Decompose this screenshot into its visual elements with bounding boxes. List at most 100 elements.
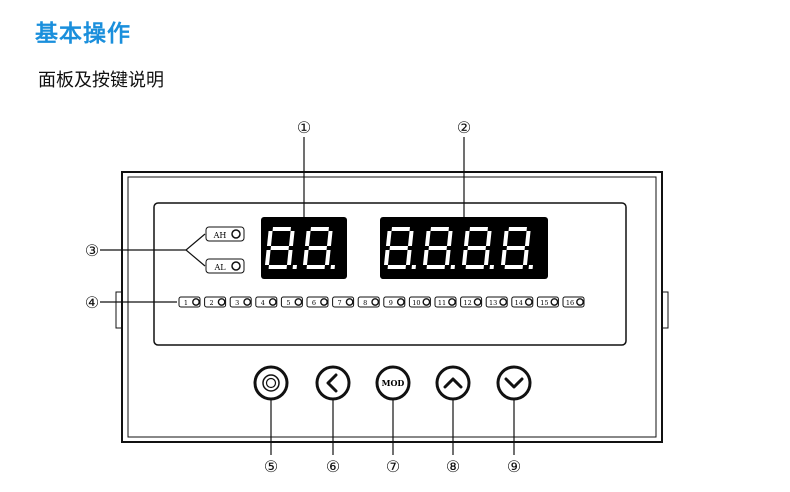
small-display-digit (264, 227, 297, 269)
alarm-low-led (231, 261, 241, 271)
shift-left-button[interactable] (315, 365, 351, 401)
channel-indicator: 16 (562, 296, 585, 308)
large-display-digit (383, 227, 416, 269)
left-mount-clip (115, 291, 123, 329)
large-display-segment (522, 250, 529, 265)
channel-led (576, 298, 584, 306)
large-display-segment (385, 231, 392, 246)
channel-indicator: 6 (306, 296, 329, 308)
alarm-high-indicator: AH (205, 226, 245, 242)
channel-indicator: 3 (229, 296, 252, 308)
callout-9: ⑨ (507, 457, 521, 476)
panel-inner-frame (127, 176, 657, 438)
large-display-decimal-point (528, 265, 533, 269)
channel-led (320, 298, 328, 306)
channel-label: 9 (389, 299, 393, 307)
channel-indicator: 10 (408, 296, 431, 308)
channel-label: 5 (286, 299, 290, 307)
large-display-segment (426, 265, 445, 269)
channel-label: 11 (438, 299, 446, 307)
large-display-segment (444, 250, 451, 265)
large-display-segment (387, 265, 406, 269)
alarm-high-label: AH (213, 231, 227, 240)
circle-icon (262, 374, 280, 392)
small-display-digits (264, 227, 335, 269)
callout-4: ④ (85, 293, 99, 312)
small-display-segment (310, 227, 329, 231)
chevron-left-icon (326, 373, 338, 393)
channel-led (499, 298, 508, 306)
channel-led (345, 298, 354, 306)
mode-button[interactable]: MOD (375, 365, 411, 401)
large-display-decimal-point (450, 265, 455, 269)
large-display-segment (504, 265, 523, 269)
small-display-segment (286, 250, 293, 265)
large-display-segment (465, 265, 484, 269)
small-display-segment (302, 250, 309, 265)
chevron-up-icon (443, 377, 463, 389)
up-button[interactable] (435, 365, 471, 401)
small-display-segment (326, 231, 333, 246)
channel-label: 14 (515, 299, 523, 307)
section-subheading: 面板及按键说明 (38, 70, 164, 91)
down-button[interactable] (496, 365, 532, 401)
display-window (153, 202, 627, 346)
small-display-segment (304, 231, 311, 246)
small-display-segment (306, 265, 325, 269)
right-mount-clip (661, 291, 669, 329)
channel-led (396, 298, 405, 306)
channel-led (550, 298, 559, 306)
large-display-digits (383, 227, 533, 269)
large-display-segment (389, 246, 408, 250)
large-display-segment (500, 250, 507, 265)
channel-label: 8 (363, 299, 367, 307)
alarm-low-indicator: AL (205, 258, 245, 274)
channel-label: 10 (412, 299, 420, 307)
alarm-low-label: AL (213, 263, 226, 272)
small-display-segment (324, 250, 331, 265)
channel-led (524, 298, 533, 306)
alarm-high-led (231, 229, 241, 239)
small-display-digit (302, 227, 335, 269)
channel-led (243, 298, 252, 306)
large-display-digit (461, 227, 494, 269)
large-display-decimal-point (411, 265, 416, 269)
leader-3-fork (185, 233, 206, 267)
channel-indicator: 13 (485, 296, 508, 308)
large-display-segment (467, 246, 486, 250)
large-display-digit (422, 227, 455, 269)
channel-indicator: 11 (434, 296, 457, 308)
channel-indicator: 1 (178, 296, 201, 308)
large-display-segment (428, 246, 447, 250)
channel-indicator: 8 (357, 296, 380, 308)
channel-led (192, 298, 200, 306)
large-display-digit (500, 227, 533, 269)
channel-led (371, 298, 380, 306)
channel-label: 7 (338, 299, 342, 307)
channel-indicator: 2 (204, 296, 227, 308)
channel-indicator: 12 (460, 296, 483, 308)
large-display-segment (502, 231, 509, 246)
callout-6: ⑥ (326, 457, 340, 476)
small-display-segment (266, 231, 273, 246)
channel-led (422, 298, 431, 306)
channel-label: 13 (489, 299, 497, 307)
channel-label: 2 (210, 299, 214, 307)
small-display-segment (308, 246, 327, 250)
set-button[interactable] (253, 365, 289, 401)
small-display-segment (268, 265, 287, 269)
large-display-decimal-point (489, 265, 494, 269)
large-display-segment (383, 250, 390, 265)
chevron-down-icon (504, 377, 524, 389)
channel-led (294, 298, 303, 306)
large-display-segment (407, 231, 414, 246)
small-display-segment (288, 231, 295, 246)
channel-indicator: 14 (511, 296, 534, 308)
small-display-segment (272, 227, 291, 231)
large-display-segment (463, 231, 470, 246)
channel-indicator: 15 (536, 296, 559, 308)
large-display-segment (446, 231, 453, 246)
large-display-segment (391, 227, 410, 231)
